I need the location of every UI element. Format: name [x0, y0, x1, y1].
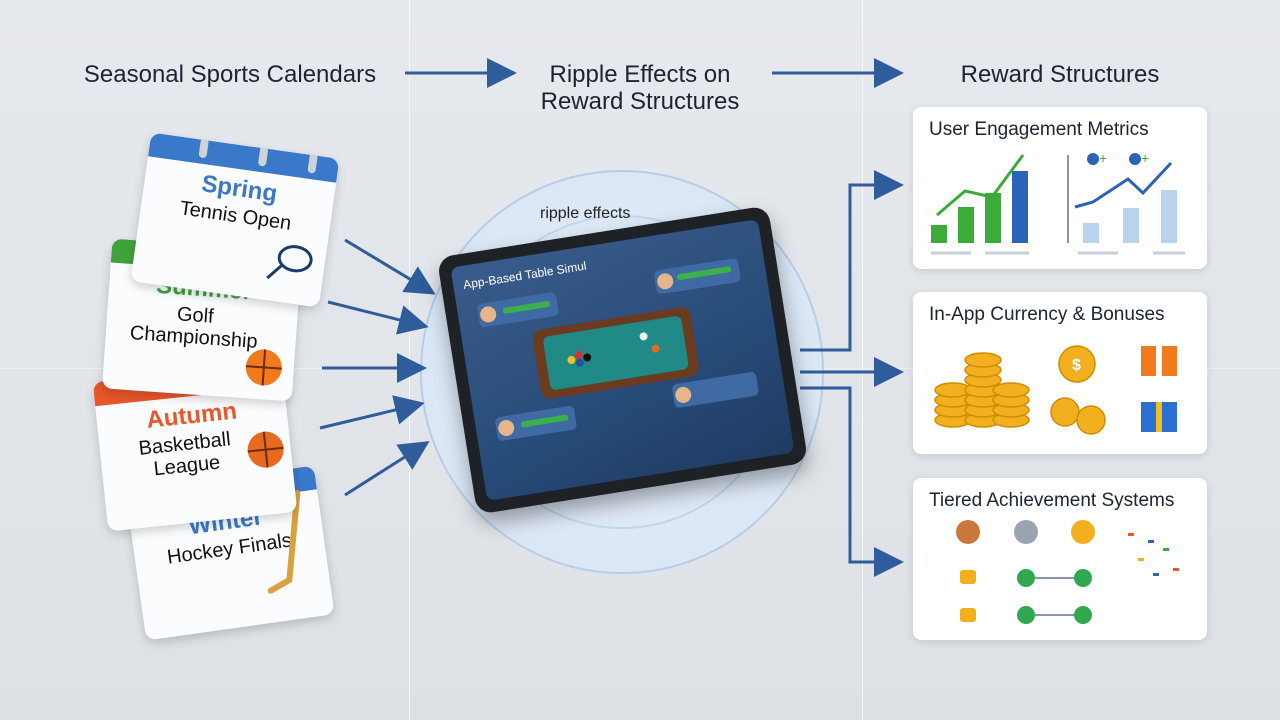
output-arrow-achievement — [800, 386, 904, 577]
pool-table-illustration — [477, 258, 759, 441]
basketball-icon — [247, 431, 284, 468]
heading-reward-structures: Reward Structures — [960, 61, 1160, 88]
input-arrow — [344, 441, 430, 497]
calendar-summer: Summer Golf Championship — [101, 238, 303, 402]
svg-text:+: + — [1141, 150, 1149, 166]
output-arrow-engagement — [800, 170, 904, 352]
gift-icon — [1141, 346, 1177, 432]
medal-icon — [956, 520, 1179, 624]
hockey-stick-icon — [267, 490, 301, 594]
confetti-icon — [1128, 533, 1179, 576]
heading-seasonal-calendars: Seasonal Sports Calendars — [83, 61, 377, 88]
tablet-device: App-Based Table Simul — [436, 205, 809, 515]
calendar-autumn: Autumn Basketball League — [92, 362, 298, 532]
card-currency-bonuses: In-App Currency & Bonuses $ — [913, 292, 1207, 454]
svg-text:+: + — [1099, 150, 1107, 166]
calendar-spring: Spring Tennis Open — [130, 132, 340, 308]
calendar-winter: Winter Hockey Finals — [125, 465, 335, 641]
calendar-rings-icon — [198, 138, 318, 174]
bar-chart-icon: + + — [931, 150, 1185, 255]
basketball-icon — [245, 349, 282, 386]
card-title: In-App Currency & Bonuses — [929, 304, 1165, 325]
ripple-effects-label: ripple effects — [540, 205, 631, 222]
svg-text:$: $ — [1072, 357, 1081, 374]
card-title: Tiered Achievement Systems — [929, 490, 1175, 511]
heading-ripple-effects: Ripple Effects on Reward Structures — [540, 61, 740, 115]
divider-line — [862, 0, 863, 720]
card-achievement-systems: Tiered Achievement Systems — [913, 478, 1207, 640]
coin-stack-icon: $ — [934, 345, 1106, 435]
input-arrow — [327, 300, 429, 335]
input-arrow — [319, 395, 425, 430]
card-title: User Engagement Metrics — [929, 119, 1149, 140]
tablet-screen: App-Based Table Simul — [450, 219, 795, 501]
card-user-engagement: User Engagement Metrics + + — [913, 107, 1207, 269]
input-arrow — [344, 238, 436, 295]
tennis-racket-icon — [266, 245, 313, 280]
